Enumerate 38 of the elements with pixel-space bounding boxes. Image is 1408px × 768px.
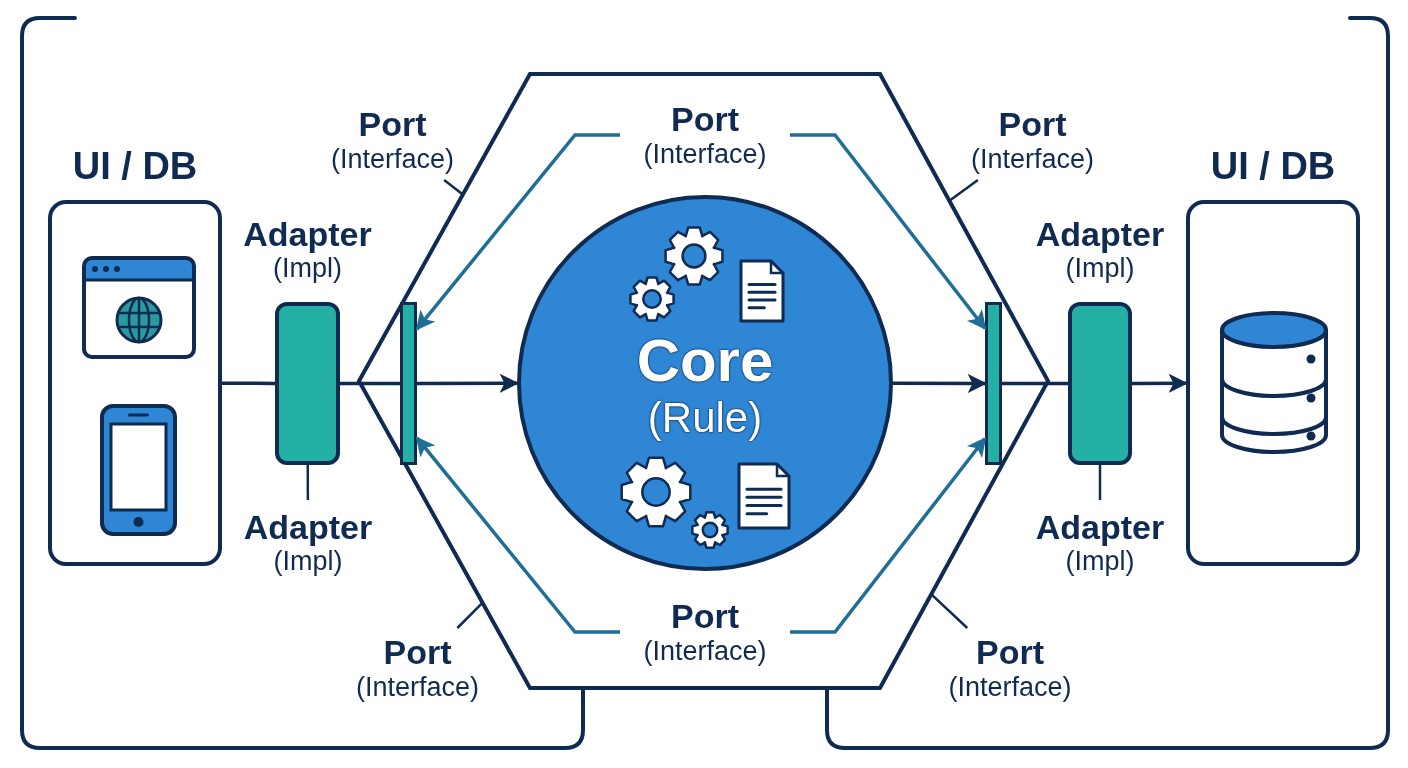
label-title: Port bbox=[976, 633, 1044, 672]
label-title: Adapter bbox=[1035, 507, 1165, 546]
label-title: Port bbox=[358, 105, 427, 144]
label-title: UI / DB bbox=[72, 145, 198, 188]
arrow bbox=[790, 133, 987, 331]
label-title: UI / DB bbox=[1210, 145, 1336, 188]
label-title: Port bbox=[998, 105, 1067, 144]
label-subtitle: (Impl) bbox=[273, 546, 343, 578]
label-subtitle: (Interface) bbox=[330, 143, 454, 175]
label-title: Adapter bbox=[1035, 214, 1165, 253]
leader-line bbox=[931, 594, 969, 629]
label-title: Port bbox=[671, 597, 739, 636]
core-subtitle: (Rule) bbox=[647, 394, 763, 443]
label-subtitle: (Interface) bbox=[643, 635, 767, 667]
label-subtitle: (Interface) bbox=[643, 138, 767, 170]
leader-line bbox=[1098, 465, 1102, 500]
connector-line bbox=[222, 381, 275, 386]
label-subtitle: (Impl) bbox=[273, 252, 342, 284]
leader-line bbox=[949, 179, 979, 202]
label-subtitle: (Impl) bbox=[1065, 546, 1135, 578]
core-title: Core bbox=[636, 327, 774, 395]
leader-line bbox=[456, 602, 483, 629]
arrow bbox=[790, 436, 987, 634]
label-subtitle: (Interface) bbox=[355, 671, 479, 703]
arrow bbox=[417, 373, 519, 393]
label-title: Adapter bbox=[243, 214, 372, 253]
arrow bbox=[415, 133, 620, 331]
label-subtitle: (Impl) bbox=[1065, 252, 1135, 284]
arrow bbox=[893, 373, 987, 394]
leader-line bbox=[306, 465, 310, 500]
leader-line bbox=[443, 179, 463, 195]
label-title: Adapter bbox=[243, 507, 373, 546]
label-subtitle: (Interface) bbox=[970, 143, 1094, 175]
label-subtitle: (Interface) bbox=[948, 671, 1072, 703]
arrow bbox=[415, 436, 620, 634]
label-title: Port bbox=[383, 633, 452, 672]
arrow bbox=[1132, 373, 1188, 393]
label-title: Port bbox=[671, 100, 739, 139]
